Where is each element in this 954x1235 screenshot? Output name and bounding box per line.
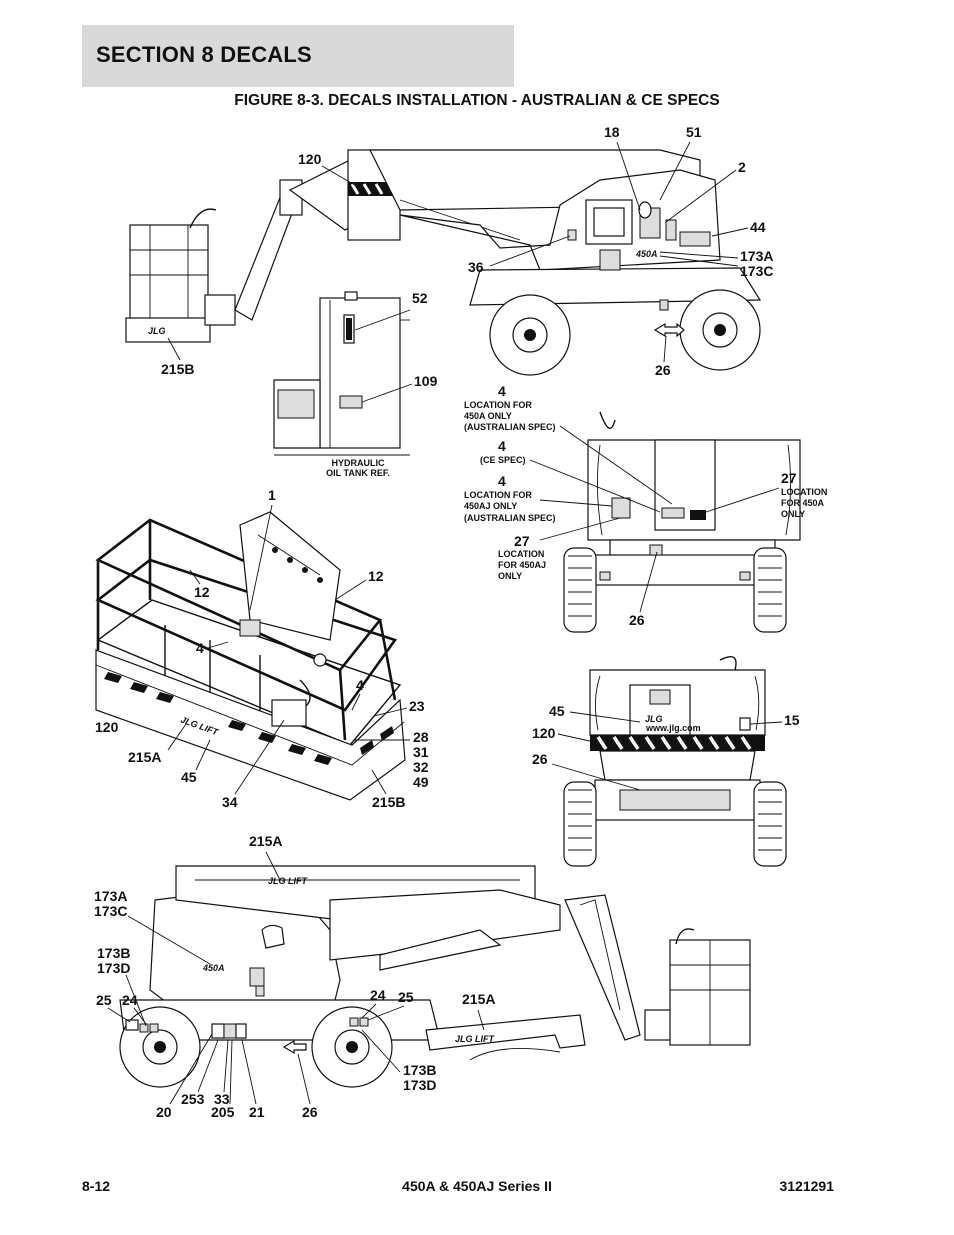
svg-text:LOCATION FOR: LOCATION FOR: [464, 400, 532, 410]
callout-205: 205: [211, 1104, 235, 1120]
callout-12-right: 12: [368, 568, 384, 584]
callout-2: 2: [738, 159, 746, 175]
callout-173a: 173A: [740, 248, 773, 264]
callout-20: 20: [156, 1104, 172, 1120]
callout-24-left: 24: [122, 992, 138, 1008]
callout-4-ce: 4: [498, 438, 506, 454]
callout-215b-top: 215B: [161, 361, 194, 377]
svg-text:(CE SPEC): (CE SPEC): [480, 455, 526, 465]
callout-215b-platform: 215B: [372, 794, 405, 810]
svg-text:LOCATION: LOCATION: [781, 487, 827, 497]
svg-text:ONLY: ONLY: [781, 509, 805, 519]
section-title: SECTION 8 DECALS: [96, 42, 312, 67]
callout-49: 49: [413, 774, 429, 790]
hydraulic-tank-illustration: HYDRAULIC OIL TANK REF.: [273, 291, 410, 478]
side-model-badge: 450A: [202, 963, 225, 973]
callout-173c: 173C: [740, 263, 773, 279]
basket-logo: JLG: [148, 326, 166, 336]
callout-25-left: 25: [96, 992, 112, 1008]
svg-text:450A ONLY: 450A ONLY: [464, 411, 512, 421]
callout-120: 120: [298, 151, 322, 167]
front-logo: JLG: [645, 714, 663, 724]
callout-32: 32: [413, 759, 429, 775]
callout-4-platform-right: 4: [356, 677, 364, 693]
platform-illustration: JLG LIFT: [95, 511, 406, 801]
callout-26-rear: 26: [629, 612, 645, 628]
top-model-badge: 450A: [635, 249, 658, 259]
callout-215a-side-top: 215A: [249, 833, 282, 849]
svg-text:450AJ ONLY: 450AJ ONLY: [464, 501, 517, 511]
svg-text:FOR 450AJ: FOR 450AJ: [498, 560, 546, 570]
rear-view-callouts: 4 LOCATION FOR 450A ONLY (AUSTRALIAN SPE…: [464, 383, 827, 628]
callout-26-front: 26: [532, 751, 548, 767]
callout-27-450a: 27: [781, 470, 797, 486]
top-machine-callouts: 120 18 51 2 44 173A 173C 36 26 52 109 21…: [161, 124, 773, 403]
callout-51: 51: [686, 124, 702, 140]
footer-model: 450A & 450AJ Series II: [402, 1178, 552, 1194]
callout-45-platform: 45: [181, 769, 197, 785]
front-view-illustration: JLG www.jlg.com: [563, 656, 787, 867]
callout-173d-side-right: 173D: [403, 1077, 436, 1093]
callout-18: 18: [604, 124, 620, 140]
callout-120-platform: 120: [95, 719, 119, 735]
callout-21: 21: [249, 1104, 265, 1120]
callout-4-450a: 4: [498, 383, 506, 399]
callout-253: 253: [181, 1091, 205, 1107]
callout-25-right: 25: [398, 989, 414, 1005]
callout-215a-platform: 215A: [128, 749, 161, 765]
svg-text:ONLY: ONLY: [498, 571, 522, 581]
callout-45-front: 45: [549, 703, 565, 719]
side-view-callouts: 215A 173A 173C 173B 173D 25 24 24 25 215…: [94, 833, 495, 1120]
svg-text:(AUSTRALIAN SPEC): (AUSTRALIAN SPEC): [464, 513, 556, 523]
side-view-illustration: 450A JLG LIFT: [119, 865, 751, 1088]
callout-31: 31: [413, 744, 429, 760]
page-number: 8-12: [82, 1178, 111, 1194]
callout-109: 109: [414, 373, 438, 389]
svg-text:FOR 450A: FOR 450A: [781, 498, 825, 508]
callout-24-right: 24: [370, 987, 386, 1003]
callout-173a-side: 173A: [94, 888, 127, 904]
callout-28: 28: [413, 729, 429, 745]
callout-36: 36: [468, 259, 484, 275]
svg-text:LOCATION: LOCATION: [498, 549, 544, 559]
front-view-callouts: 45 120 26 15: [532, 703, 800, 791]
callout-215a-side-bottom: 215A: [462, 991, 495, 1007]
callout-12-left: 12: [194, 584, 210, 600]
callout-23: 23: [409, 698, 425, 714]
callout-173c-side: 173C: [94, 903, 127, 919]
callout-173d-side-left: 173D: [97, 960, 130, 976]
top-machine-illustration: JLG 450A: [125, 149, 762, 376]
callout-34: 34: [222, 794, 238, 810]
lower-boom-jlg-lift-text: JLG LIFT: [455, 1034, 495, 1044]
callout-26-side: 26: [302, 1104, 318, 1120]
svg-text:(AUSTRALIAN SPEC): (AUSTRALIAN SPEC): [464, 422, 556, 432]
tank-caption-2: OIL TANK REF.: [326, 468, 390, 478]
callout-173b-side-left: 173B: [97, 945, 130, 961]
callout-173b-side-right: 173B: [403, 1062, 436, 1078]
footer-part-number: 3121291: [779, 1178, 834, 1194]
callout-120-front: 120: [532, 725, 556, 741]
callout-44: 44: [750, 219, 766, 235]
tank-caption-1: HYDRAULIC: [332, 458, 385, 468]
rear-view-illustration: [563, 411, 801, 633]
callout-52: 52: [412, 290, 428, 306]
callout-15: 15: [784, 712, 800, 728]
svg-text:LOCATION FOR: LOCATION FOR: [464, 490, 532, 500]
front-website: www.jlg.com: [645, 723, 701, 733]
callout-27-450aj: 27: [514, 533, 530, 549]
callout-33: 33: [214, 1091, 230, 1107]
figure-title: FIGURE 8-3. DECALS INSTALLATION - AUSTRA…: [234, 92, 720, 109]
boom-jlg-lift-text: JLG LIFT: [268, 876, 308, 886]
callout-26-top: 26: [655, 362, 671, 378]
callout-1: 1: [268, 487, 276, 503]
section-banner: SECTION 8 DECALS: [82, 25, 514, 87]
callout-4-450aj: 4: [498, 473, 506, 489]
platform-callouts: 1 12 12 4 4 23 120 215A 45 34 28 31 32 4…: [95, 487, 429, 810]
callout-4-platform-left: 4: [196, 640, 204, 656]
